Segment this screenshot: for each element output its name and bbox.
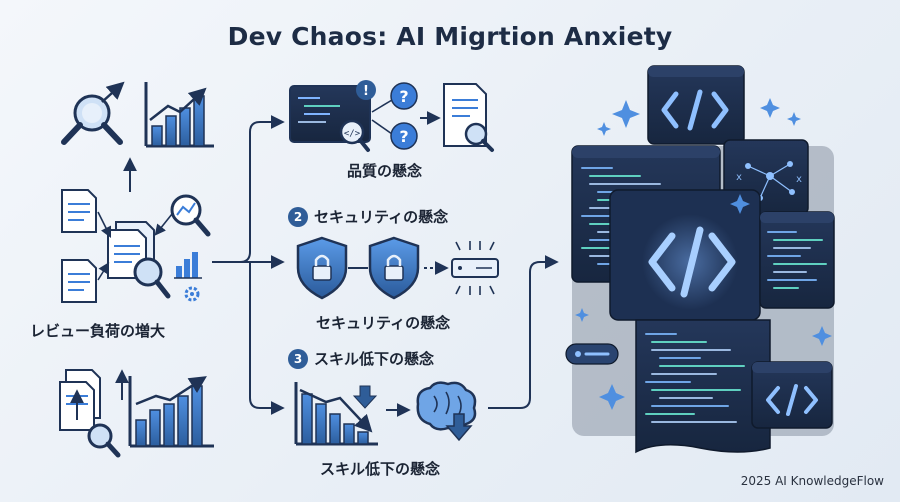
brain-decline-icon xyxy=(416,381,477,442)
shield-lock-icon xyxy=(368,236,420,300)
code-brackets-icon xyxy=(661,89,729,131)
security-label: セキュリティの懸念 xyxy=(316,314,451,332)
footer-credit: 2025 AI KnowledgeFlow xyxy=(740,474,884,488)
page-title: Dev Chaos: AI Migrtion Anxiety xyxy=(227,22,673,51)
step-number-badge: 3 xyxy=(288,349,308,369)
svg-text:?: ? xyxy=(399,87,408,106)
rising-bar-chart-icon xyxy=(144,82,214,148)
code-review-screen-icon: </> ! xyxy=(289,80,376,152)
code-panel xyxy=(609,189,761,321)
svg-text:x: x xyxy=(796,174,802,185)
code-panel xyxy=(647,65,745,145)
svg-text:!: ! xyxy=(363,84,369,99)
step-number-badge: 2 xyxy=(288,207,308,227)
code-chaos-collage: x x xyxy=(565,65,835,454)
document-icon xyxy=(61,189,97,233)
question-icon: ? ? xyxy=(371,82,418,150)
merge-arrow xyxy=(488,255,559,409)
server-alert-icon xyxy=(451,241,499,295)
code-panel xyxy=(759,211,835,309)
chat-dots-icon xyxy=(565,343,619,365)
magnifier-icon xyxy=(133,257,171,299)
code-brackets-icon xyxy=(648,226,736,298)
skill-heading: 3 スキル低下の懸念 xyxy=(288,348,434,369)
code-brackets-icon xyxy=(766,384,818,416)
skill-heading-text: スキル低下の懸念 xyxy=(314,350,435,368)
svg-text:</>: </> xyxy=(344,129,361,139)
svg-text:x: x xyxy=(736,172,742,183)
document-icon xyxy=(61,259,97,303)
quality-label: 品質の懸念 xyxy=(347,162,423,180)
growth-bar-chart-icon xyxy=(128,376,214,448)
document-upload-icon xyxy=(59,369,121,458)
security-heading-text: セキュリティの懸念 xyxy=(314,208,449,226)
document-review-cluster xyxy=(61,189,211,303)
code-panel xyxy=(751,361,833,429)
code-panel xyxy=(635,319,771,454)
review-load-label: レビュー負荷の増大 xyxy=(30,322,166,340)
magnifier-chart-icon xyxy=(170,194,211,237)
skill-label: スキル低下の懸念 xyxy=(320,460,441,478)
branch-connector xyxy=(212,115,285,415)
gear-icon xyxy=(184,286,200,302)
small-bar-chart-icon xyxy=(174,252,202,279)
security-heading: 2 セキュリティの懸念 xyxy=(288,206,448,227)
magnifier-up-icon xyxy=(61,81,125,145)
shield-lock-icon xyxy=(296,236,348,300)
sparkle-icon xyxy=(575,98,832,410)
svg-text:?: ? xyxy=(399,127,408,146)
declining-chart-icon xyxy=(294,382,378,446)
document-search-icon xyxy=(443,83,494,152)
